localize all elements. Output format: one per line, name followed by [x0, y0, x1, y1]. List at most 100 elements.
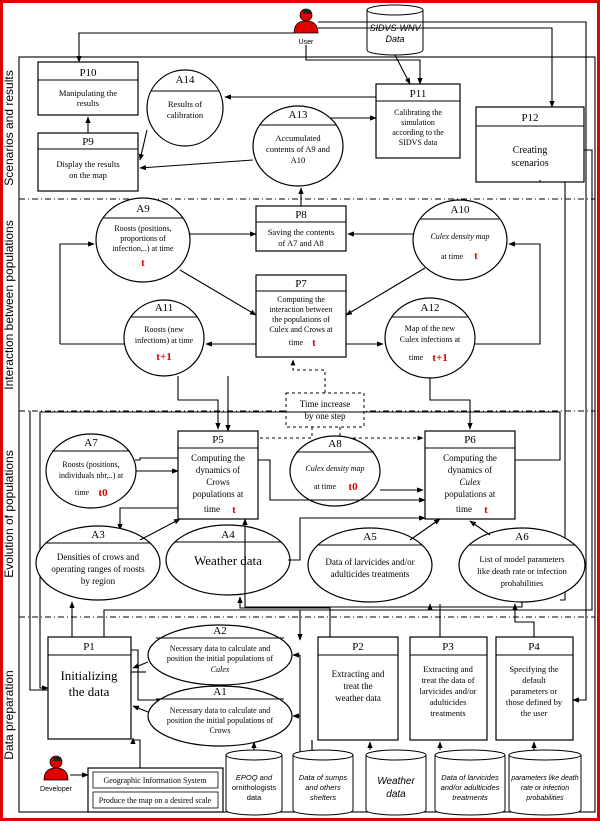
developer-actor: Developer: [40, 755, 73, 793]
gis-box: Geographic Information System Produce th…: [87, 767, 224, 813]
store-larvicides-line2: and/or adulticides: [441, 783, 500, 792]
a5-text-2: adulticides treatments: [331, 569, 410, 579]
p1-text-2: the data: [69, 684, 110, 699]
p3-text-2: treat the data of: [421, 675, 474, 685]
p12-text-1: Creating: [513, 145, 547, 156]
a12-id: A12: [421, 302, 440, 314]
user-actor: User: [293, 8, 319, 46]
store-epoq-line2: ornithologists: [232, 783, 276, 792]
a7-time: t0: [98, 487, 108, 499]
p5-id: P5: [212, 434, 224, 446]
artifact-a14: A14 Results of calibration: [146, 69, 224, 147]
process-p8: P8 Saving the contents of A7 and A8: [255, 205, 347, 252]
artifact-a5: A5 Data of larvicides and/or adulticides…: [307, 527, 433, 603]
p11-text-3: according to the: [392, 128, 444, 137]
p1-text-1: Initializing: [60, 668, 118, 683]
a8-text-2: at time: [314, 482, 336, 491]
a13-id: A13: [289, 109, 308, 121]
store-sumps-line3: shelters: [310, 793, 337, 802]
p6-id: P6: [464, 434, 476, 446]
p6-text-5: time: [456, 504, 472, 514]
p4-id: P4: [528, 641, 540, 653]
a7-id: A7: [84, 437, 98, 449]
gis-row: Produce the map on a desired scale: [99, 796, 212, 805]
developer-person-icon: [43, 755, 69, 781]
p6-text-3: Culex: [460, 477, 481, 487]
a1-text-2: position the initial populations of: [167, 716, 274, 725]
p4-text-3: parameters or: [511, 686, 558, 696]
p5-time: t: [232, 504, 236, 516]
process-p5: P5 Computing the dynamics of Crows popul…: [177, 430, 259, 520]
p3-id: P3: [442, 641, 454, 653]
artifact-a4: A4 Weather data: [165, 524, 291, 596]
a11-id: A11: [155, 302, 174, 314]
store-larvicides: Data of larvicides and/or adulticides tr…: [434, 749, 506, 816]
artifact-a6: A6 List of model parameters like death r…: [458, 527, 586, 603]
store-sumps: Data of sumps and others shelters: [292, 749, 354, 816]
section-label-interaction: Interaction between populations: [2, 220, 16, 389]
a10-text-1: Culex density map: [430, 232, 489, 241]
user-person-icon: [293, 8, 319, 34]
a11-text-2: infections) at time: [135, 336, 194, 345]
a9-text-2: proportions of: [120, 234, 166, 243]
a2-id: A2: [213, 625, 226, 637]
p3-text-3: larvicides and/or: [420, 686, 477, 696]
a14-text-1: Results of: [168, 99, 202, 109]
user-label: User: [299, 39, 314, 46]
process-p12: P12 Creating scenarios: [475, 106, 585, 183]
process-p2: P2 Extracting and treat the weather data: [317, 636, 399, 741]
a12-text-2: Culex infections at: [400, 335, 461, 344]
store-sidvs-line2: Data: [385, 34, 404, 44]
a14-text-2: calibration: [167, 110, 204, 120]
store-params-line1: parameters like death: [510, 775, 578, 782]
section-label-scenarios: Scenarios and results: [2, 70, 16, 185]
a8-time: t0: [348, 481, 358, 493]
store-sumps-line2: and others: [305, 783, 341, 792]
a10-time: t: [474, 250, 478, 262]
artifact-a10: A10 Culex density map at time t: [412, 199, 508, 281]
p7-time: t: [312, 337, 316, 349]
store-weather-line2: data: [386, 789, 406, 800]
a6-text-2: like death rate or infection: [477, 566, 567, 576]
a4-id: A4: [221, 529, 235, 541]
p10-text-1: Manipulating the: [59, 88, 118, 98]
store-larvicides-line3: treatments: [452, 793, 488, 802]
store-params: parameters like death rate or infection …: [508, 749, 582, 816]
p2-id: P2: [352, 641, 364, 653]
p5-text-1: Computing the: [191, 453, 245, 463]
store-sumps-line1: Data of sumps: [299, 773, 348, 782]
p7-text-1: Computing the: [277, 295, 325, 304]
gis-title: Geographic Information System: [103, 776, 207, 785]
a12-text-3: time: [409, 353, 424, 362]
process-p4: P4 Specifying the default parameters or …: [495, 636, 574, 741]
a8-id: A8: [328, 438, 342, 450]
a12-text-1: Map of the new: [405, 324, 456, 333]
artifact-a12: A12 Map of the new Culex infections at t…: [384, 297, 476, 379]
a12-time: t+1: [432, 352, 447, 364]
a13-text-2: contents of A9 and: [266, 144, 331, 154]
a3-id: A3: [91, 529, 105, 541]
p10-text-2: results: [77, 98, 99, 108]
process-p10: P10 Manipulating the results: [37, 61, 139, 116]
p7-text-4: Culex and Crows at: [269, 325, 333, 334]
p9-text-1: Display the results: [56, 159, 119, 169]
store-params-line2: rate or infection: [521, 785, 569, 792]
p9-id: P9: [82, 136, 94, 148]
p12-id: P12: [521, 112, 538, 124]
p11-text-4: SIDVS data: [399, 138, 438, 147]
store-larvicides-line1: Data of larvicides: [441, 773, 499, 782]
a1-text-3: Crows: [210, 726, 231, 735]
p4-text-4: those defined by: [506, 697, 563, 707]
artifact-a1: A1 Necessary data to calculate and posit…: [147, 685, 293, 747]
process-p3: P3 Extracting and treat the data of larv…: [409, 636, 488, 741]
a11-time: t+1: [156, 351, 171, 363]
a7-text-2: individuals nbr,..) at: [59, 471, 124, 480]
store-params-line3: probabilities: [525, 795, 564, 802]
a2-text-3: Culex: [211, 665, 230, 674]
store-epoq-line3: data: [247, 793, 262, 802]
process-p9: P9 Display the results on the map: [37, 132, 139, 192]
p7-text-5: time: [289, 338, 304, 347]
a1-text-1: Necessary data to calculate and: [170, 706, 270, 715]
store-weather-line1: Weather: [377, 776, 415, 787]
